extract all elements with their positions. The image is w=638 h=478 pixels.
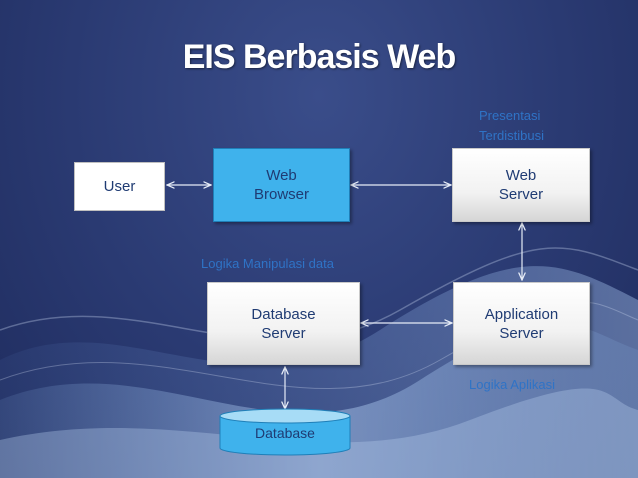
node-user: User [74,162,165,211]
node-web-server: Web Server [452,148,590,222]
label-data-logic: Logika Manipulasi data [201,256,334,271]
node-web-browser: Web Browser [213,148,350,222]
label-app-logic: Logika Aplikasi [469,377,555,392]
node-database: Database [255,425,315,441]
node-database-server: Database Server [207,282,360,365]
label-presentation: Presentasi Terdistibusi [479,108,545,143]
database-cylinder [219,408,351,456]
node-application-server: Application Server [453,282,590,365]
slide-title: EIS Berbasis Web [182,38,457,76]
